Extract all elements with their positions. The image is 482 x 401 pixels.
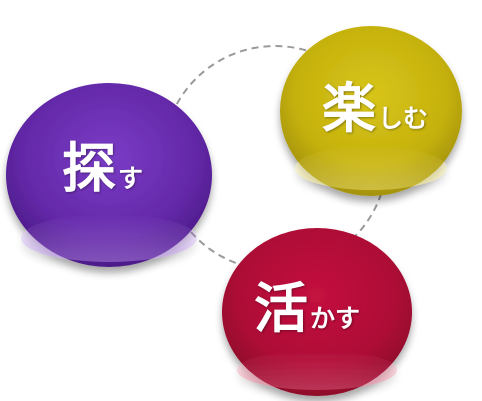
node-tanoshimu-kanji: 楽 <box>322 77 376 140</box>
node-tanoshimu <box>280 26 462 196</box>
node-tanoshimu-kana: しむ <box>378 104 429 133</box>
node-ikasu <box>222 228 412 396</box>
node-ikasu-kanji: 活 <box>254 277 308 340</box>
node-ikasu-label: 活 かす <box>254 282 360 336</box>
node-sagasu-kana: す <box>118 164 144 193</box>
node-sagasu-label: 探 す <box>62 142 143 196</box>
node-tanoshimu-label: 楽 しむ <box>322 82 428 136</box>
node-sagasu-kanji: 探 <box>62 137 116 200</box>
node-ikasu-kana: かす <box>310 304 361 333</box>
node-sagasu <box>6 83 212 267</box>
